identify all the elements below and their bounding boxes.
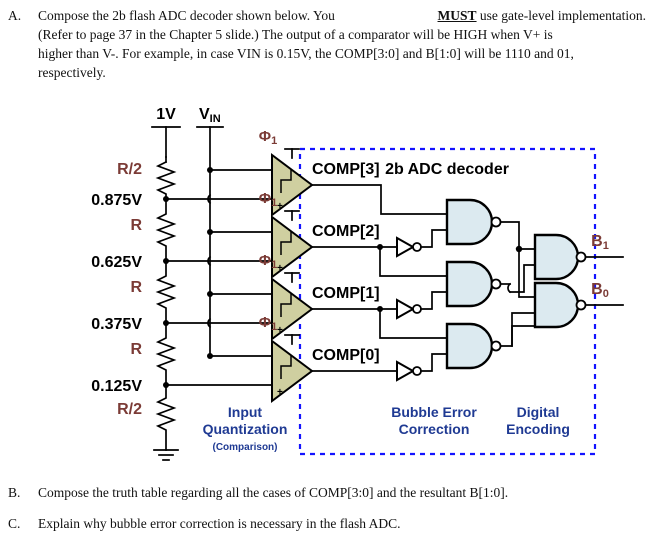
comparator-1[interactable]: + [271,272,314,341]
comp-output-wires [311,184,448,372]
decoder-interconnect [507,245,536,298]
question-c: C. Explain why bubble error correction i… [8,514,646,533]
question-c-text: Explain why bubble error correction is n… [38,516,401,531]
resistor-label-2: R [130,279,142,296]
flash-adc-diagram: .wire { stroke:#000; stroke-width:1.7; f… [0,92,653,477]
resistor-label-0: R/2 [117,161,142,178]
output-label-b1: B1 [591,233,609,252]
nand-gate-b[interactable] [445,260,511,308]
inverter-comp1[interactable] [396,291,448,320]
svg-text:(Comparison): (Comparison) [213,442,278,453]
supply-rail [151,126,181,158]
question-b: B. Compose the truth table regarding all… [8,483,646,502]
svg-text:Input: Input [228,404,263,420]
comparator-0[interactable]: + [271,334,314,403]
resistor-r-half-top [155,156,177,200]
question-a-text: Compose the 2b flash ADC decoder shown b… [38,6,646,82]
resistor-r-1 [155,198,177,262]
question-a-line4: respectively. [38,65,106,80]
question-b-text: Compose the truth table regarding all th… [38,485,509,500]
question-a-line3: higher than V-. For example, in case VIN… [38,46,574,61]
question-a-line1-part1: Compose the 2b flash ADC decoder shown b… [38,8,335,23]
question-a-must: MUST [437,8,477,23]
inverter-comp0[interactable] [396,353,448,382]
wire-hop-overs [207,193,212,329]
resistor-label-1: R [130,217,142,234]
question-a-line1-part2: use gate-level implementation. [476,8,646,23]
input-quantization-label: Input Quantization (Comparison) [203,404,288,453]
resistor-r-3 [155,322,177,386]
comparator-3-plus: + [277,201,283,212]
resistor-label-4: R/2 [117,401,142,418]
vin-branches [207,167,273,359]
question-a-line2: (Refer to page 37 in the Chapter 5 slide… [38,27,553,42]
nandc-to-b0-wire [511,312,536,347]
svg-text:Encoding: Encoding [506,421,570,437]
vin-label: VIN [199,106,221,125]
comparator-1-clock: Φ1 [259,252,277,271]
comparator-1-plus: + [277,325,283,336]
tap-voltage-2: 0.375V [91,316,142,333]
comp-label-2: COMP[2] [312,223,380,240]
ground-icon [153,449,179,461]
question-a: A. Compose the 2b flash ADC decoder show… [8,6,646,82]
digital-encoding-label: Digital Encoding [506,404,570,437]
nand-gate-c[interactable] [445,322,536,370]
nand-gate-b1[interactable] [533,233,624,281]
tap-voltage-1: 0.625V [91,254,142,271]
resistor-label-3: R [130,341,142,358]
svg-text:Quantization: Quantization [203,421,288,437]
svg-text:Digital: Digital [517,404,560,420]
comp-label-0: COMP[0] [312,347,380,364]
bubble-error-correction-label: Bubble Error Correction [391,404,477,437]
comparator-2-clock: Φ1 [259,190,277,209]
ladder-tap-2 [163,320,273,326]
comparator-3-clock: Φ1 [259,128,277,147]
comparator-3[interactable]: + [271,148,314,217]
svg-text:Bubble Error: Bubble Error [391,404,477,420]
tap-voltage-0: 0.875V [91,192,142,209]
comparator-2[interactable]: + [271,210,314,279]
ladder-tap-3 [163,382,273,388]
output-label-b0: B0 [591,281,609,300]
comp-label-3: COMP[3] [312,161,380,178]
comp-label-1: COMP[1] [312,285,380,302]
question-a-label: A. [8,8,22,23]
tap-voltage-3: 0.125V [91,378,142,395]
ladder-tap-0 [163,196,273,202]
resistor-r-2 [155,260,177,324]
comparator-2-plus: + [277,263,283,274]
question-c-label: C. [8,516,21,531]
nand-gate-b0[interactable] [533,281,624,329]
ladder-tap-1 [163,258,273,264]
comparator-0-clock: Φ1 [259,314,277,333]
inverter-comp2[interactable] [396,229,448,258]
question-b-label: B. [8,485,21,500]
nand-gate-a[interactable] [445,198,520,250]
svg-text:Correction: Correction [399,421,470,437]
decoder-title: 2b ADC decoder [385,161,509,178]
supply-label: 1V [156,106,176,123]
resistor-r-half-bottom [155,384,177,451]
comparator-0-plus: + [277,387,283,398]
